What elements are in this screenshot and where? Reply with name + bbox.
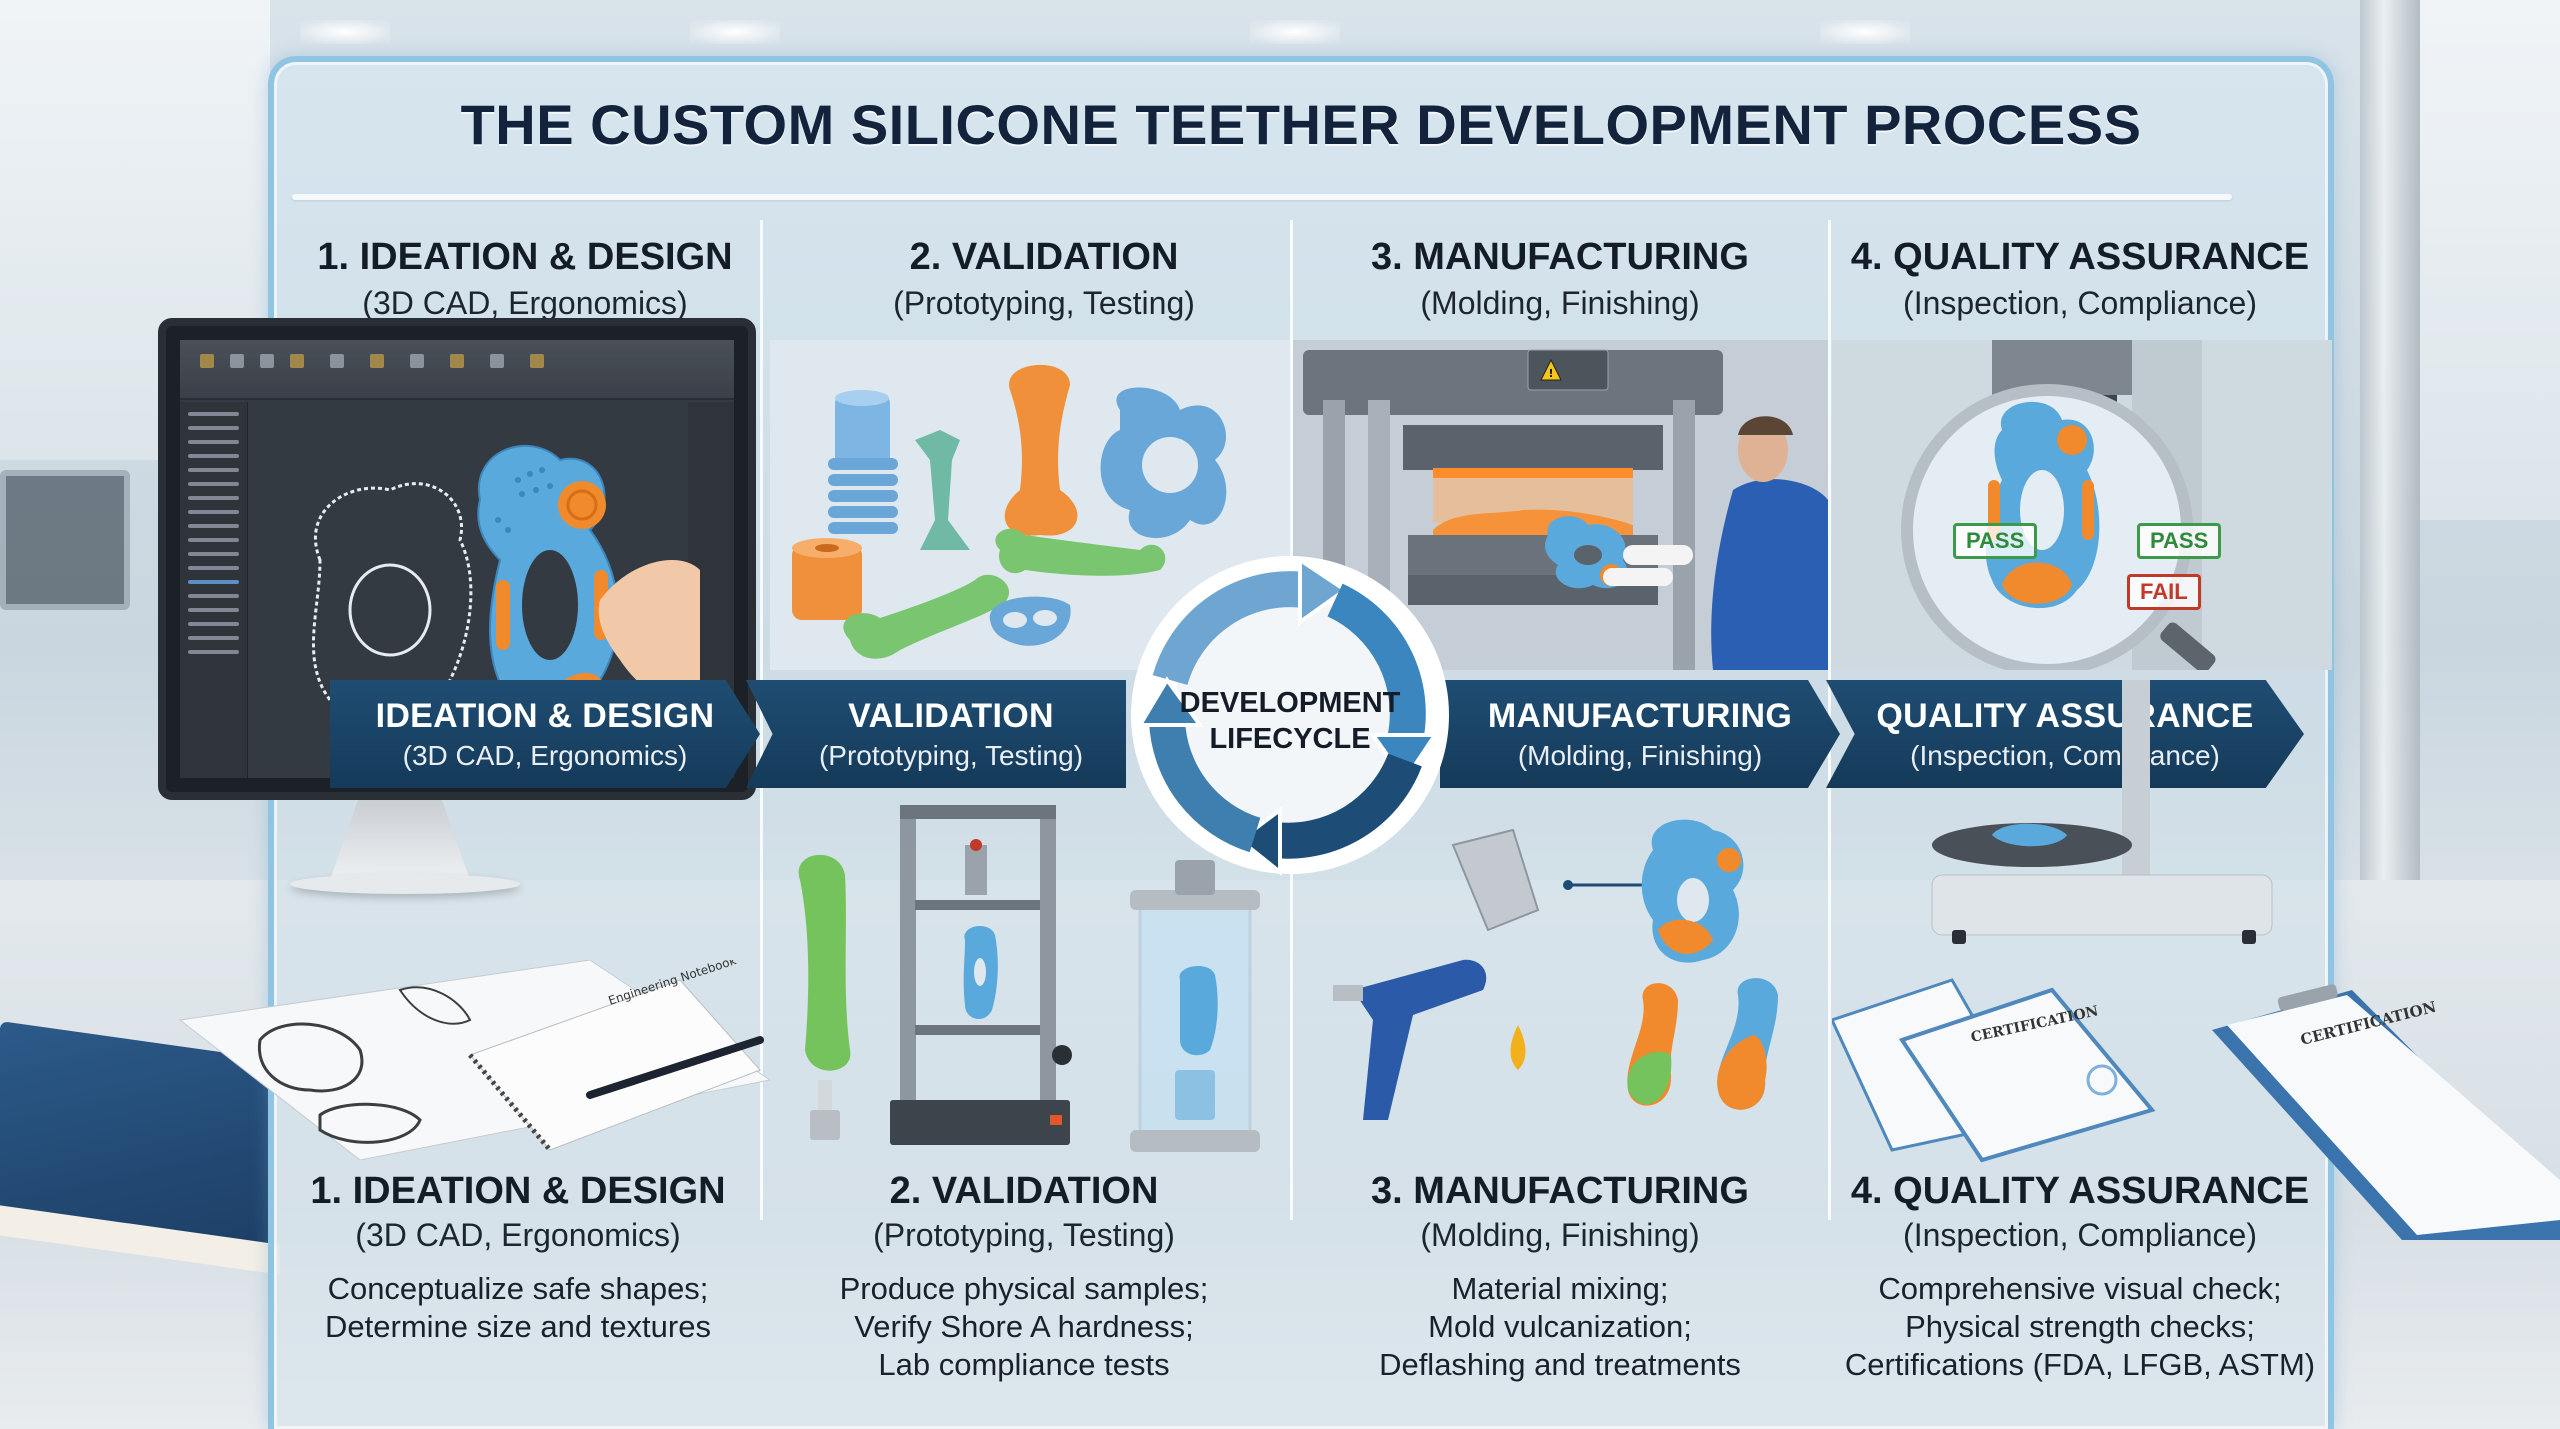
stage-heading-validation: 2. VALIDATION (Prototyping, Testing) [784,236,1304,322]
stage-title: 3. MANUFACTURING [1371,236,1749,278]
stage-description-validation: 2. VALIDATION (Prototyping, Testing) Pro… [774,1170,1274,1384]
banner-title: VALIDATION [848,696,1054,735]
ceiling-light [1250,20,1340,44]
stage-detail: Lab compliance tests [878,1347,1170,1382]
stage-title: 4. QUALITY ASSURANCE [1850,1170,2310,1212]
stage-detail: Physical strength checks; [1905,1309,2255,1344]
stage-detail: Conceptualize safe shapes; [327,1271,709,1306]
ribbed-cylinder-prototype [828,390,898,534]
lifecycle-label-line1: DEVELOPMENT [1179,687,1401,719]
cycle-arrow-head [1298,556,1349,626]
lifecycle-cycle-icon [1131,556,1449,877]
stage-detail: Deflashing and treatments [1379,1347,1741,1382]
banner-title: IDEATION & DESIGN [375,696,715,735]
inspection-tag-pass: PASS [2137,523,2222,559]
stage-heading-manufacturing: 3. MANUFACTURING (Molding, Finishing) [1300,236,1820,322]
monitor-stand [330,800,470,880]
background-window [2420,0,2560,520]
lifecycle-label-line2: LIFECYCLE [1209,723,1371,756]
banner-chevron-validation: VALIDATION (Prototyping, Testing) [746,680,1126,788]
ceiling-light [1820,20,1910,44]
stage-subtitle: (Prototyping, Testing) [893,285,1195,321]
stage-description-qa: 4. QUALITY ASSURANCE (Inspection, Compli… [1830,1170,2330,1384]
stage-heading-qa: 4. QUALITY ASSURANCE (Inspection, Compli… [1820,236,2340,322]
cycle-arrow-head [1236,806,1282,877]
worker [1711,479,1828,670]
stage-subtitle: (Molding, Finishing) [1420,1217,1700,1253]
monitor-base [290,874,520,894]
column-divider [760,220,763,1220]
finishing-illustration [1333,819,1778,1120]
molding-press-illustration: ! [1293,340,1828,670]
banner-subtitle: (3D CAD, Ergonomics) [402,739,688,771]
banner-chevron-ideation: IDEATION & DESIGN (3D CAD, Ergonomics) [330,680,760,788]
ceiling-light [300,20,390,44]
cad-feature-tree [180,402,248,778]
pen-icon [586,1036,764,1099]
cycle-arrow-head [1136,676,1204,727]
background-pipe [2360,0,2420,1000]
stage-detail: Mold vulcanization; [1428,1309,1692,1344]
cad-toolbar [180,340,734,400]
stage-description-manufacturing: 3. MANUFACTURING (Molding, Finishing) Ma… [1310,1170,1810,1384]
stage-title: 1. IDEATION & DESIGN [310,1170,726,1212]
teether-model-icon [312,444,700,727]
stage-detail: Comprehensive visual check; [1878,1271,2282,1306]
oil-drop-icon [1510,1025,1526,1070]
certificates-illustration: CERTIFICATION CERTIFICATION [1832,680,2560,1240]
page-title: THE CUSTOM SILICONE TEETHER DEVELOPMENT … [460,93,2142,156]
banner-title: QUALITY ASSURANCE [1876,696,2254,735]
inspection-tag-fail: FAIL [2127,574,2201,610]
ceiling-light [690,20,780,44]
engineering-notebook [469,979,761,1151]
banner-subtitle: (Inspection, Compliance) [1910,739,2220,771]
stage-detail: Verify Shore A hardness; [854,1309,1194,1344]
stage-title: 2. VALIDATION [889,1170,1159,1212]
stage-title: 2. VALIDATION [909,236,1179,278]
stage-subtitle: (Inspection, Compliance) [1903,285,2257,321]
magnifier-inspection-illustration [1832,340,2332,670]
tensile-tester-illustration [798,805,1260,1152]
stage-subtitle: (3D CAD, Ergonomics) [355,1217,681,1253]
banner-subtitle: (Molding, Finishing) [1517,739,1763,771]
stage-heading-ideation: 1. IDEATION & DESIGN (3D CAD, Ergonomics… [265,236,785,322]
stage-subtitle: (Molding, Finishing) [1420,285,1700,321]
banner-chevron-manufacturing: MANUFACTURING (Molding, Finishing) [1440,680,1840,788]
stage-detail: Determine size and textures [325,1309,711,1344]
banner-title: MANUFACTURING [1487,696,1793,735]
svg-text:!: ! [1548,367,1553,380]
stage-detail: Material mixing; [1451,1271,1669,1306]
design-sketches-illustration: Engineering Notebook [178,960,770,1160]
stage-detail: Certifications (FDA, LFGB, ASTM) [1844,1347,2316,1382]
banner-subtitle: (Prototyping, Testing) [818,739,1084,771]
inspection-tag-pass: PASS [1953,523,2038,559]
lifecycle-label: DEVELOPMENT LIFECYCLE [1105,685,1475,758]
banner-chevron-qa: QUALITY ASSURANCE (Inspection, Complianc… [1826,680,2304,788]
stage-subtitle: (Inspection, Compliance) [1903,1217,2257,1253]
title-divider [292,194,2232,200]
stage-title: 4. QUALITY ASSURANCE [1850,236,2310,278]
spray-gun-icon [1353,959,1487,1120]
stage-title: 1. IDEATION & DESIGN [317,236,733,278]
stage-description-ideation: 1. IDEATION & DESIGN (3D CAD, Ergonomics… [268,1170,768,1346]
background-monitor [0,470,130,610]
stage-subtitle: (Prototyping, Testing) [873,1217,1175,1253]
stage-title: 3. MANUFACTURING [1371,1170,1749,1212]
stage-subtitle: (3D CAD, Ergonomics) [362,285,688,321]
stage-detail: Produce physical samples; [839,1271,1209,1306]
certificate [1898,987,2156,1163]
